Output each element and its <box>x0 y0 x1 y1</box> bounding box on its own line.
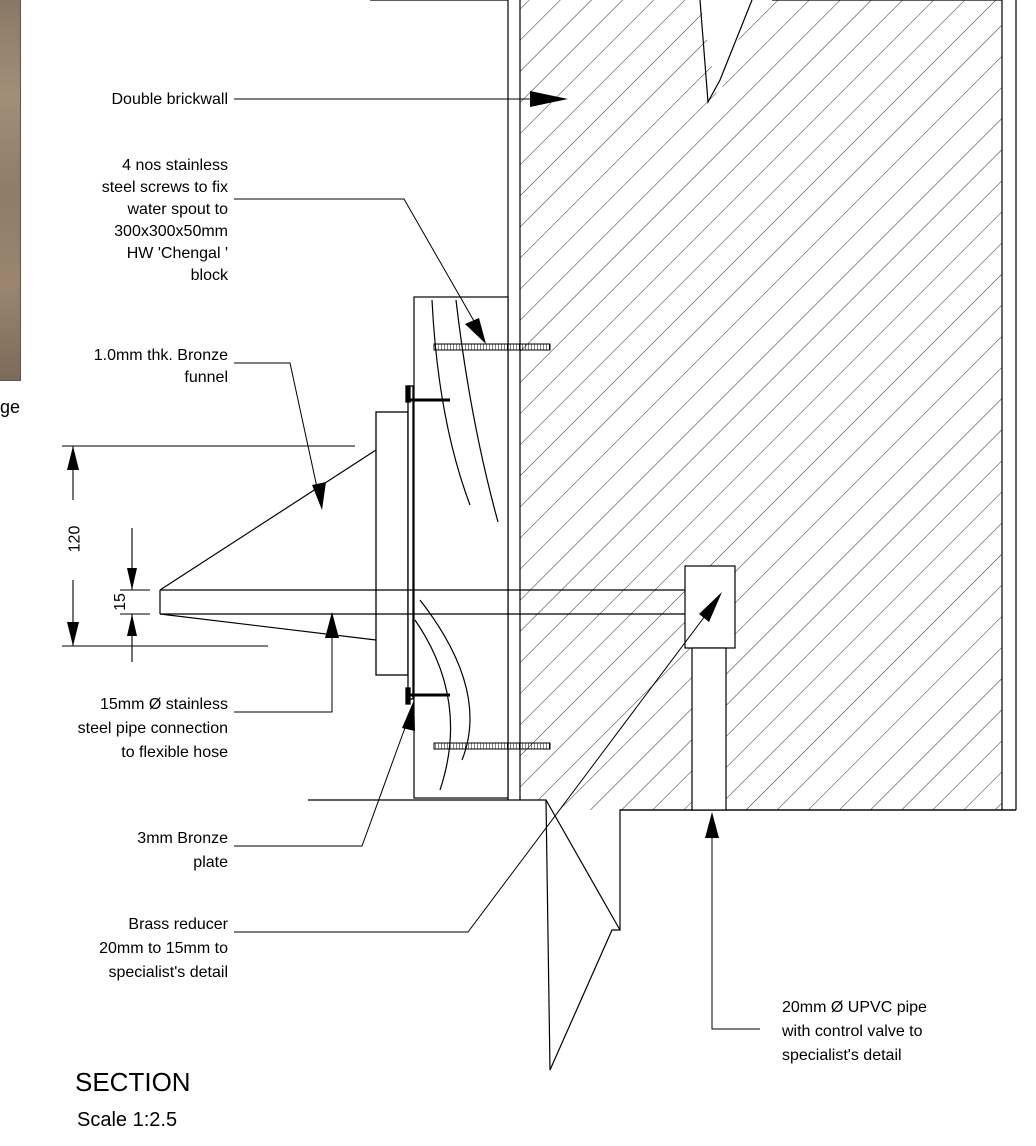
upvc-pipe <box>691 647 727 811</box>
bronze-funnel <box>159 449 377 641</box>
stainless-screws <box>433 343 551 750</box>
dimension-arrows <box>67 446 137 646</box>
chengal-block <box>413 296 509 799</box>
label-double-brickwall: Double brickwall <box>111 91 229 108</box>
label-screws: 4 nos stainless steel screws to fix wate… <box>101 157 228 284</box>
label-reducer: Brass reducer 20mm to 15mm to specialist… <box>99 916 228 981</box>
dimension-15: 15 <box>111 593 129 611</box>
dimension-lines <box>62 445 355 662</box>
section-scale: Scale 1:2.5 <box>77 1109 178 1131</box>
brickwall-hatch <box>520 0 1002 810</box>
cropped-caption: ge <box>0 397 21 417</box>
section-title: SECTION <box>75 1067 191 1097</box>
label-pipe: 15mm Ø stainless steel pipe connection t… <box>77 696 228 761</box>
bronze-plate <box>375 385 450 705</box>
leader-lines <box>234 98 760 1030</box>
dimension-120: 120 <box>66 525 84 553</box>
label-upvc: 20mm Ø UPVC pipe with control valve to s… <box>782 999 927 1064</box>
label-funnel: 1.0mm thk. Bronze funnel <box>93 347 228 386</box>
reference-photo <box>0 0 21 381</box>
label-plate: 3mm Bronze plate <box>137 830 228 871</box>
leader-arrows <box>312 91 722 838</box>
brickwall-outline <box>308 0 1017 1071</box>
